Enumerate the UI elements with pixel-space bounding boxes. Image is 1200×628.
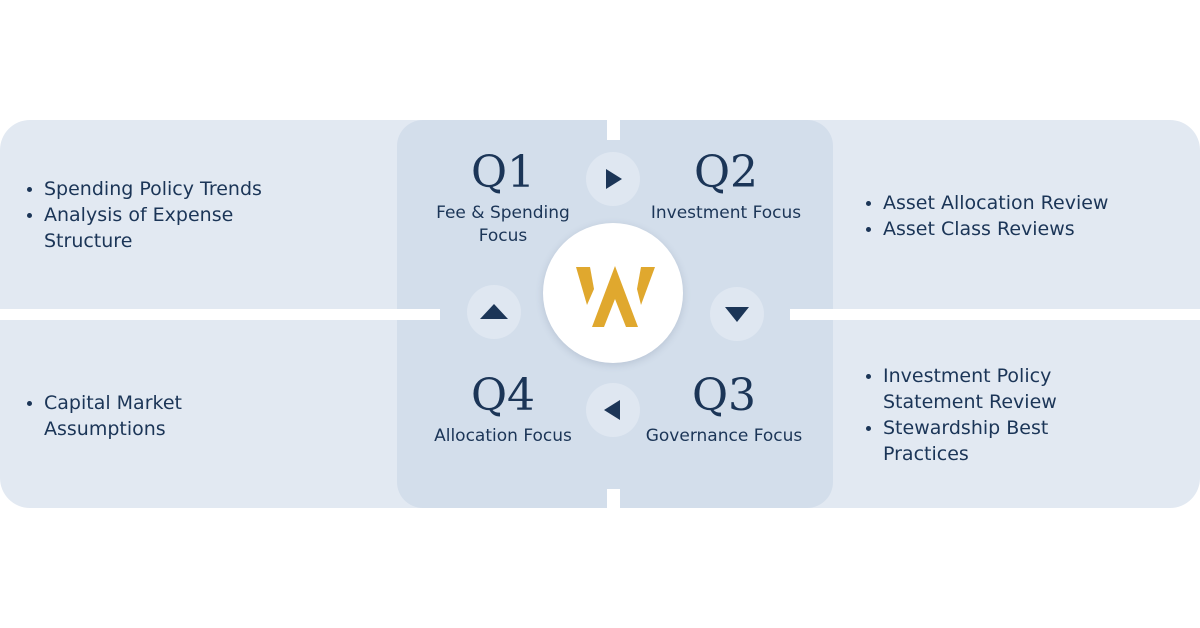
q4-topics: Capital Market Assumptions [27, 390, 242, 442]
divider [607, 118, 620, 140]
quarter-number: Q4 [470, 370, 536, 421]
q1-topics: Spending Policy Trends Analysis of Expen… [27, 176, 302, 254]
list-item: Asset Class Reviews [866, 216, 1166, 242]
q3-label: Q3 Governance Focus [624, 371, 824, 448]
quarter-number: Q2 [693, 147, 759, 198]
list-item: Investment Policy Statement Review [866, 363, 1098, 415]
q1-label: Q1 Fee & Spending Focus [403, 148, 603, 248]
list-item: Asset Allocation Review [866, 190, 1166, 216]
arrow-right-icon [586, 152, 640, 206]
q3-topics: Investment Policy Statement Review Stewa… [866, 363, 1098, 467]
divider [790, 309, 1200, 320]
list-item: Analysis of Expense Structure [27, 202, 302, 254]
arrow-down-icon [710, 287, 764, 341]
arrow-up-icon [467, 285, 521, 339]
quarter-caption: Investment Focus [650, 203, 802, 223]
arrow-left-icon [586, 383, 640, 437]
quarter-caption: Fee & Spending Focus [436, 203, 570, 246]
quarter-number: Q3 [691, 370, 757, 421]
list-item: Spending Policy Trends [27, 176, 302, 202]
q4-label: Q4 Allocation Focus [403, 371, 603, 448]
list-item: Capital Market Assumptions [27, 390, 242, 442]
logo-circle [543, 223, 683, 363]
divider [0, 309, 440, 320]
divider [607, 489, 620, 510]
quarter-caption: Allocation Focus [434, 426, 572, 446]
quarter-caption: Governance Focus [645, 426, 803, 446]
w-logo-icon [576, 266, 655, 327]
q2-topics: Asset Allocation Review Asset Class Revi… [866, 190, 1166, 242]
q2-label: Q2 Investment Focus [626, 148, 826, 225]
list-item: Stewardship Best Practices [866, 415, 1098, 467]
quarter-number: Q1 [470, 147, 536, 198]
